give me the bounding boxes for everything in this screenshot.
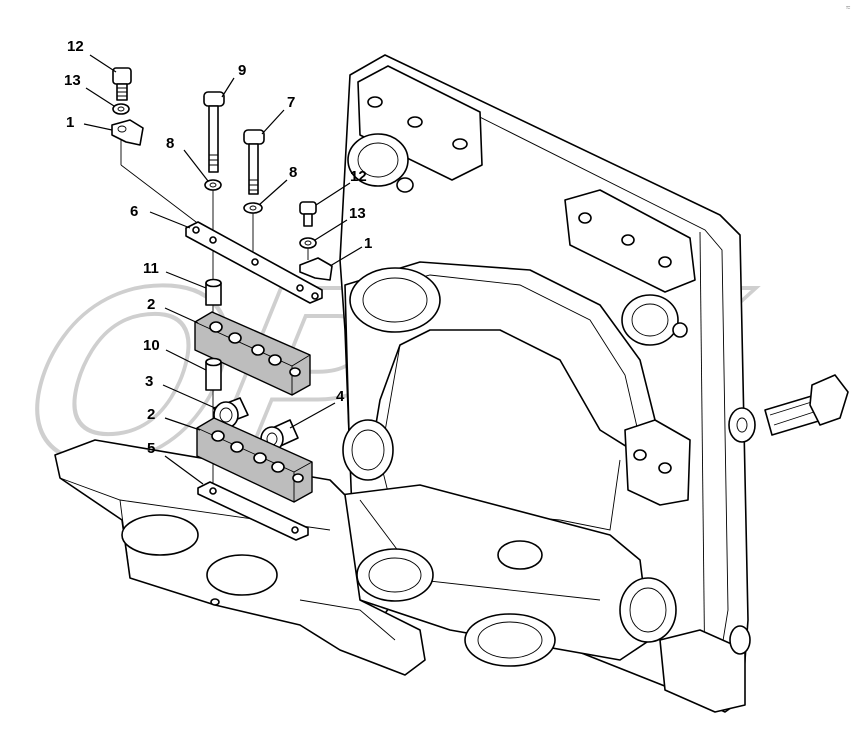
svg-text:5: 5 bbox=[147, 440, 155, 457]
corner-mark: ≈ bbox=[846, 3, 851, 12]
callout-6-plate: 6 bbox=[130, 203, 191, 229]
callout-9-long-bolt: 9 bbox=[221, 62, 246, 98]
svg-text:11: 11 bbox=[143, 260, 159, 277]
svg-text:4: 4 bbox=[336, 388, 345, 405]
svg-text:10: 10 bbox=[143, 337, 160, 354]
callout-2-upper-block: 2 bbox=[147, 296, 199, 324]
lower-support-arm bbox=[54, 439, 426, 676]
svg-text:6: 6 bbox=[130, 203, 138, 220]
callout-13-right-washer: 13 bbox=[314, 205, 366, 241]
callout-2-lower-block: 2 bbox=[147, 406, 201, 431]
svg-text:2: 2 bbox=[147, 406, 155, 423]
svg-text:9: 9 bbox=[238, 62, 246, 79]
bracket-housing bbox=[339, 54, 751, 713]
svg-text:13: 13 bbox=[64, 72, 81, 89]
callout-1-top-clip: 1 bbox=[66, 114, 113, 131]
callout-1-right-clip: 1 bbox=[329, 235, 372, 267]
side-bolt-and-washer bbox=[728, 374, 849, 443]
svg-text:2: 2 bbox=[147, 296, 155, 313]
svg-text:1: 1 bbox=[66, 114, 74, 131]
svg-text:8: 8 bbox=[166, 135, 174, 152]
svg-text:8: 8 bbox=[289, 164, 297, 181]
callout-3-sleeve: 3 bbox=[145, 373, 216, 409]
svg-text:7: 7 bbox=[287, 94, 295, 111]
callout-8-washer-right: 8 bbox=[258, 164, 297, 206]
clamp-assembly bbox=[111, 67, 333, 541]
svg-text:12: 12 bbox=[67, 38, 84, 55]
callout-7-bolt: 7 bbox=[261, 94, 295, 135]
callout-12-top-bolt: 12 bbox=[67, 38, 117, 73]
callout-8-washer-left: 8 bbox=[166, 135, 209, 182]
svg-text:1: 1 bbox=[364, 235, 372, 252]
svg-text:3: 3 bbox=[145, 373, 153, 390]
callout-5-plate: 5 bbox=[147, 440, 204, 485]
callout-13-top-washer: 13 bbox=[64, 72, 115, 107]
callouts: 12 13 1 9 7 8 8 12 bbox=[64, 38, 372, 485]
callout-10-spacer: 10 bbox=[143, 337, 207, 371]
svg-text:12: 12 bbox=[350, 168, 367, 185]
callout-11-spacer: 11 bbox=[143, 260, 207, 289]
svg-text:13: 13 bbox=[349, 205, 366, 222]
callout-4-sleeve: 4 bbox=[289, 388, 345, 429]
callout-12-right-bolt: 12 bbox=[315, 168, 367, 206]
